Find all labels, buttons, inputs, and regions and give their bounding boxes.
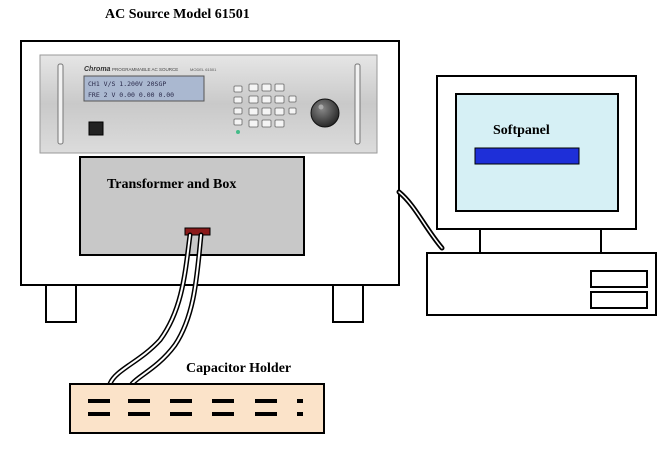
drive-bay-top	[590, 270, 648, 288]
computer	[426, 75, 657, 316]
capacitor-holder-label: Capacitor Holder	[186, 361, 292, 376]
rotary-knob	[310, 98, 340, 128]
drive-bay-bottom	[590, 291, 648, 309]
power-button	[88, 121, 104, 136]
model-caption: MODEL 61501	[190, 67, 217, 72]
rack-handle-right	[354, 63, 361, 145]
lcd-line-2: FRE 2 V 0.00 0.00 0.00	[88, 91, 174, 99]
lcd-line-1: CH1 V/S 1.200V 20SGP	[88, 80, 166, 88]
brand-logo: Chroma	[84, 66, 111, 73]
softpanel-label: Softpanel	[493, 123, 550, 138]
monitor-stand	[479, 228, 602, 254]
rack-handle-left	[57, 63, 64, 145]
keypad	[233, 83, 297, 128]
lcd-display	[83, 75, 205, 102]
transformer-connector	[184, 227, 211, 236]
rack-foot-left	[45, 284, 77, 323]
ac-source-instrument: Chroma PROGRAMMABLE AC SOURCE MODEL 6150…	[39, 54, 378, 154]
panel-caption: PROGRAMMABLE AC SOURCE	[112, 67, 178, 72]
ac-source-label: AC Source Model 61501	[105, 7, 250, 22]
capacitor-holder	[69, 383, 325, 434]
transformer-label: Transformer and Box	[107, 177, 237, 192]
keypad-led	[236, 130, 240, 134]
transformer-box	[79, 156, 305, 256]
rack-foot-right	[332, 284, 364, 323]
softpanel-bar	[474, 147, 580, 165]
